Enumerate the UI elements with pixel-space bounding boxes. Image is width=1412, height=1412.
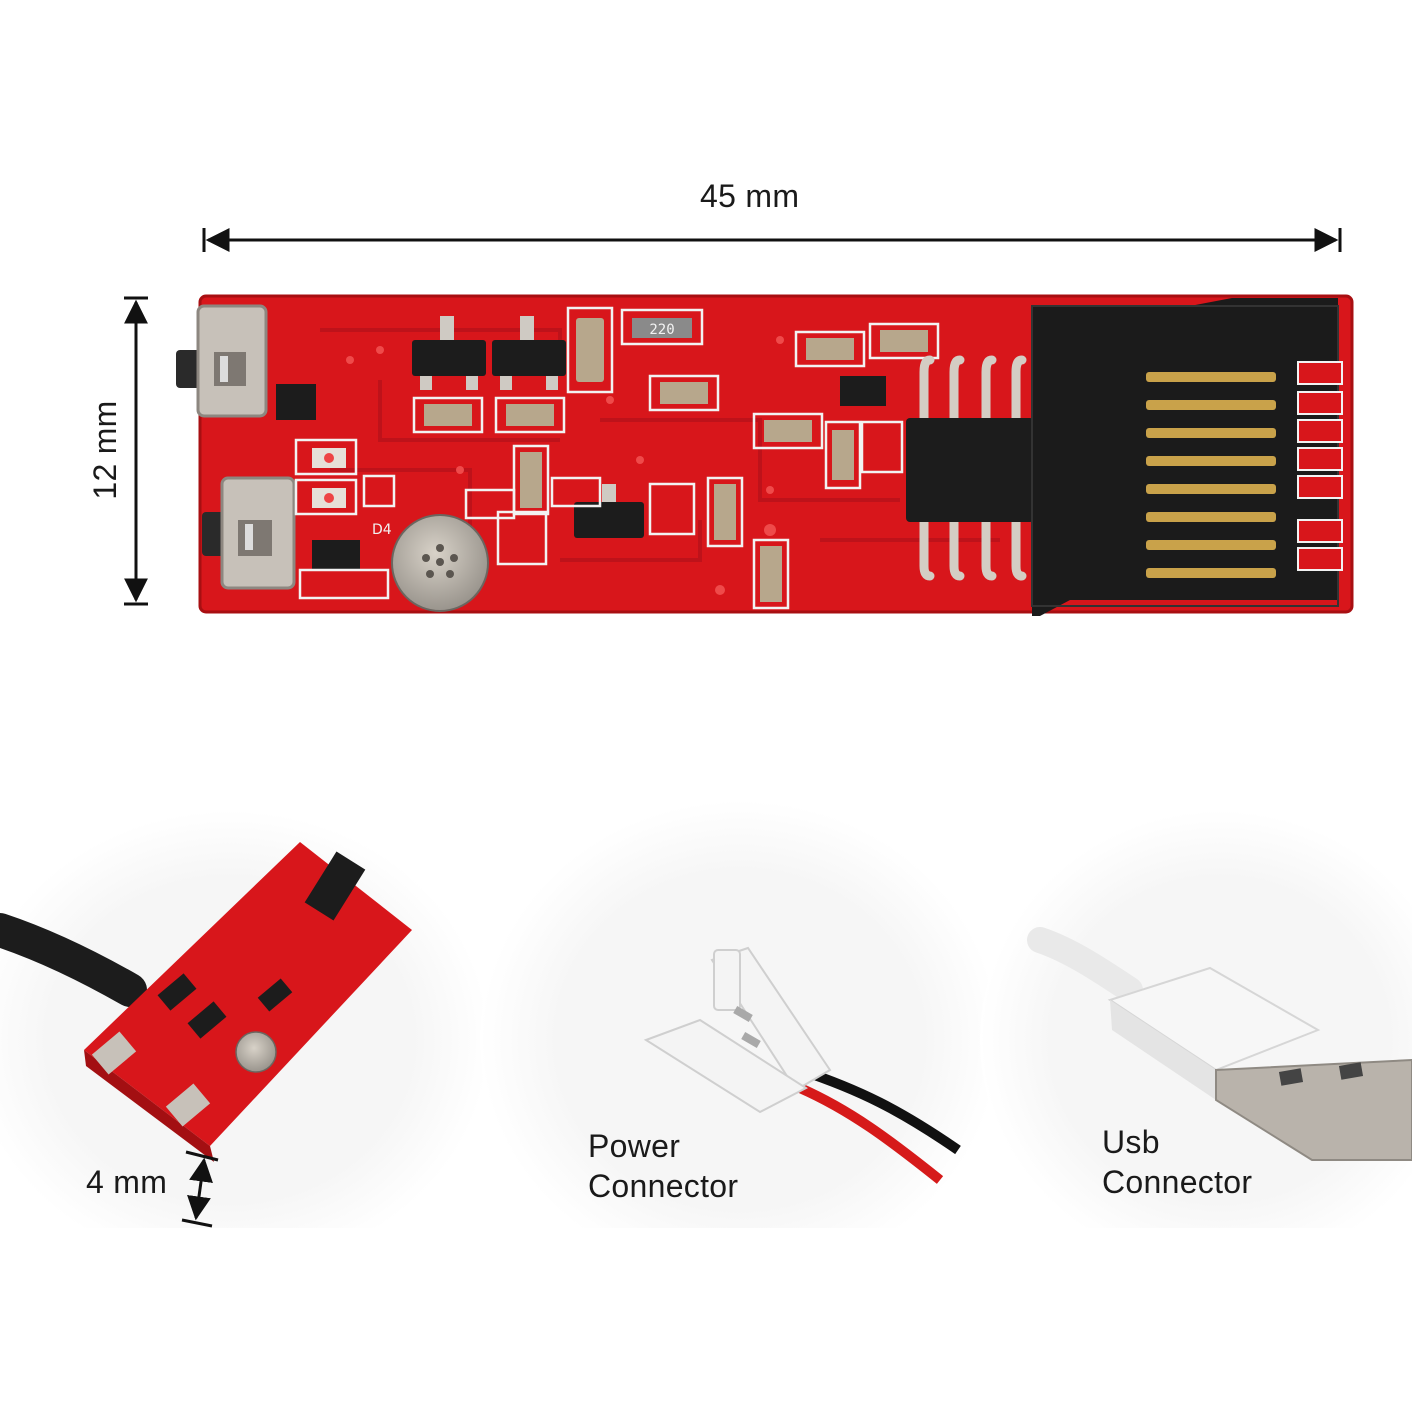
usb-caption-line1: Usb	[1102, 1124, 1160, 1160]
resistor-code-text: 220	[649, 322, 674, 338]
height-dimension-arrow	[124, 296, 148, 606]
tactile-button-top	[176, 304, 268, 418]
usb-connector-photo	[1027, 927, 1412, 1161]
height-dimension-label: 12 mm	[87, 400, 123, 500]
width-dimension-arrow	[202, 228, 1342, 252]
main-ic-chip	[906, 355, 1034, 581]
tactile-button-bottom	[202, 476, 296, 590]
microphone	[391, 514, 489, 612]
designator-text: D4	[372, 522, 392, 538]
smd-transistors	[276, 340, 886, 570]
microsd-card-slot	[1031, 298, 1343, 616]
smd-passives: 220 D4	[294, 306, 940, 610]
power-caption-line2: Connector	[588, 1168, 739, 1204]
power-connector-photo	[643, 946, 961, 1184]
power-caption-line1: Power	[588, 1128, 681, 1164]
usb-connector-caption: Usb Connector	[1102, 1122, 1252, 1202]
width-dimension-label: 45 mm	[700, 178, 800, 214]
usb-caption-line2: Connector	[1102, 1164, 1253, 1200]
power-connector-caption: Power Connector	[588, 1126, 738, 1206]
thickness-dimension-label: 4 mm	[86, 1164, 168, 1200]
pcb-angled-view	[0, 842, 412, 1228]
